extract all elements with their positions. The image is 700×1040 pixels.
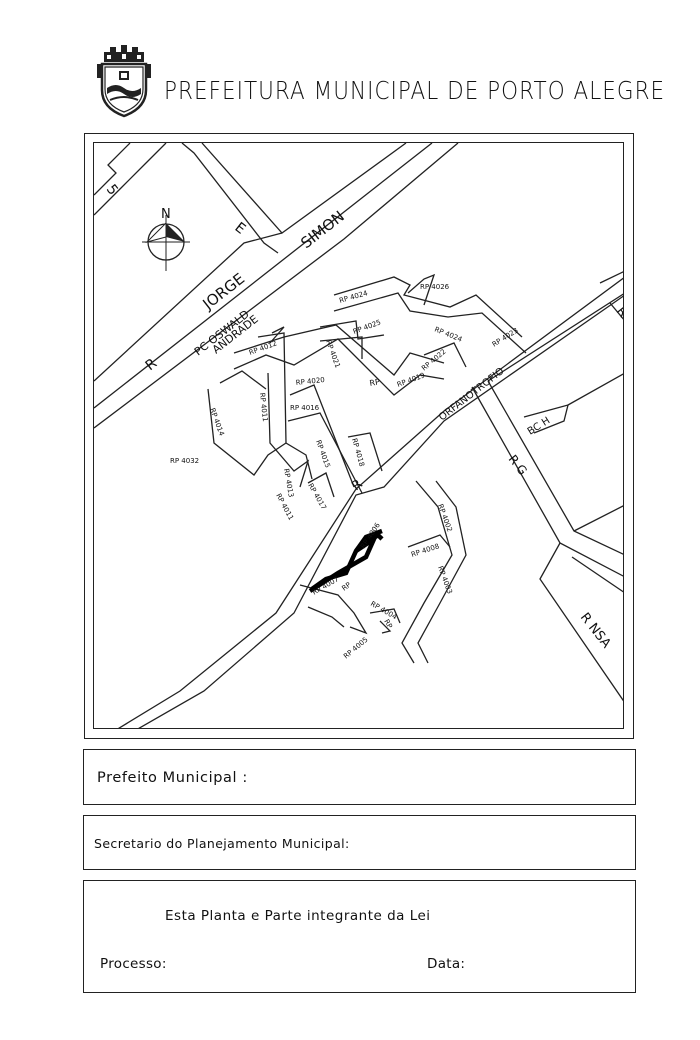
street-label-r-nsa: R NSA [577, 610, 614, 651]
road-rp-4012 [269, 326, 285, 344]
law-box: Esta Planta e Parte integrante da Lei Pr… [83, 880, 636, 993]
processo-label: Processo: [100, 956, 167, 972]
road-rp-4004 [369, 608, 401, 624]
north-label: N [161, 207, 171, 222]
road-bc-h-ext [567, 373, 623, 406]
map-svg: N JORGE SIMON R PC OSWALD ANDRADE E 5 OR… [94, 143, 624, 728]
rp-label-4017: RP 4017 [306, 482, 327, 511]
rp-label-4016: RP 4016 [290, 404, 320, 412]
road-r-west [94, 232, 283, 382]
road-r-g-west [471, 386, 623, 577]
road-right-edge [599, 271, 623, 284]
road-five-edge-2 [94, 143, 167, 216]
road-rp-4020-a [233, 324, 445, 376]
secretario-box: Secretario do Planejamento Municipal: [83, 815, 636, 870]
rp-label-4018: RP 4018 [350, 437, 366, 467]
rp-label-4014: RP 4014 [208, 407, 226, 438]
street-map: N JORGE SIMON R PC OSWALD ANDRADE E 5 OR… [93, 142, 624, 729]
road-rp-4014 [207, 388, 287, 476]
road-rp-4014-b [219, 370, 267, 390]
road-rp-4002-east [417, 480, 467, 664]
road-orfanotrofio-south [138, 295, 623, 728]
rp-label-inner: RP [340, 581, 352, 593]
rp-label-4024-b: RP 4024 [433, 325, 464, 344]
road-rp-4024 [333, 276, 523, 338]
street-label-r-center: R [349, 477, 365, 494]
prefeito-label: Prefeito Municipal : [97, 770, 248, 786]
road-r-right [573, 505, 623, 532]
rp-label-4005: RP 4005 [342, 636, 369, 661]
rp-label-4002: RP 4002 [436, 503, 453, 533]
road-rp-4026-stub [407, 273, 436, 306]
road-jorge-simon-north [94, 143, 433, 409]
street-label-simon: SIMON [297, 207, 347, 252]
rp-label-small: RP [382, 618, 393, 630]
road-rp-4017 [307, 472, 335, 498]
road-rp-4024-b [333, 292, 527, 354]
prefeito-box: Prefeito Municipal : [83, 749, 636, 805]
planta-text: Esta Planta e Parte integrante da Lei [165, 908, 431, 924]
rp-label-4020: RP 4020 [295, 376, 325, 387]
street-label-e: E [232, 220, 249, 238]
page-title: PREFEITURA MUNICIPAL DE PORTO ALEGRE [164, 76, 666, 105]
road-five-edge [94, 143, 131, 196]
street-label-r-right: R [613, 304, 624, 320]
highlighted-area-c [310, 528, 383, 591]
rp-label-4026: RP 4026 [420, 283, 450, 291]
rp-label-4023: RP 4023 [491, 326, 520, 348]
street-label-bc-h: BC H [526, 415, 553, 437]
road-rp-4022 [423, 342, 467, 368]
road-rp-4008 [407, 534, 451, 548]
road-bc-h [523, 404, 569, 434]
road-rp-4005 [379, 620, 392, 634]
north-arrow-icon: N [142, 207, 190, 271]
map-frame: N JORGE SIMON R PC OSWALD ANDRADE E 5 OR… [84, 133, 634, 739]
rp-label-4011-a: RP 4011 [258, 392, 269, 422]
road-r-g-east [487, 380, 623, 555]
road-r-g-north [487, 293, 623, 382]
rp-label-4032: RP 4032 [170, 457, 199, 465]
secretario-label: Secretario do Planejamento Municipal: [94, 836, 350, 851]
road-r-nsa-west [539, 542, 623, 702]
road-rp-4002-west [401, 480, 453, 664]
road-rp-4011-b [267, 372, 310, 488]
rp-label-4021: RP 4021 [324, 339, 341, 369]
road-orfanotrofio-north [118, 277, 623, 728]
road-right-edge-2 [609, 302, 623, 320]
rp-label-4003: RP 4003 [436, 565, 453, 595]
road-rp-4007-b [307, 606, 345, 628]
road-rp-4007 [299, 584, 368, 635]
rp-label-4015: RP 4015 [314, 439, 331, 469]
coat-of-arms-icon [94, 42, 154, 118]
road-rp-4015 [289, 384, 355, 488]
rp-label-4019: RP 4019 [396, 371, 426, 388]
page-header: PREFEITURA MUNICIPAL DE PORTO ALEGRE [88, 40, 664, 120]
road-e-west [181, 143, 279, 254]
rp-label-4013: RP 4013 [282, 468, 295, 498]
data-label: Data: [427, 956, 466, 972]
road-jorge-simon-south [94, 143, 459, 429]
street-label-rp-center: RP [369, 377, 381, 388]
road-rp-4013 [287, 412, 363, 494]
road-rp-4021 [319, 336, 363, 359]
road-r-nsa-east [571, 556, 623, 593]
road-rp-4018 [347, 432, 383, 472]
rp-label-4012: RP 4012 [248, 339, 278, 356]
road-rp-4025 [319, 320, 385, 340]
street-label-r-g: R G [506, 452, 530, 478]
